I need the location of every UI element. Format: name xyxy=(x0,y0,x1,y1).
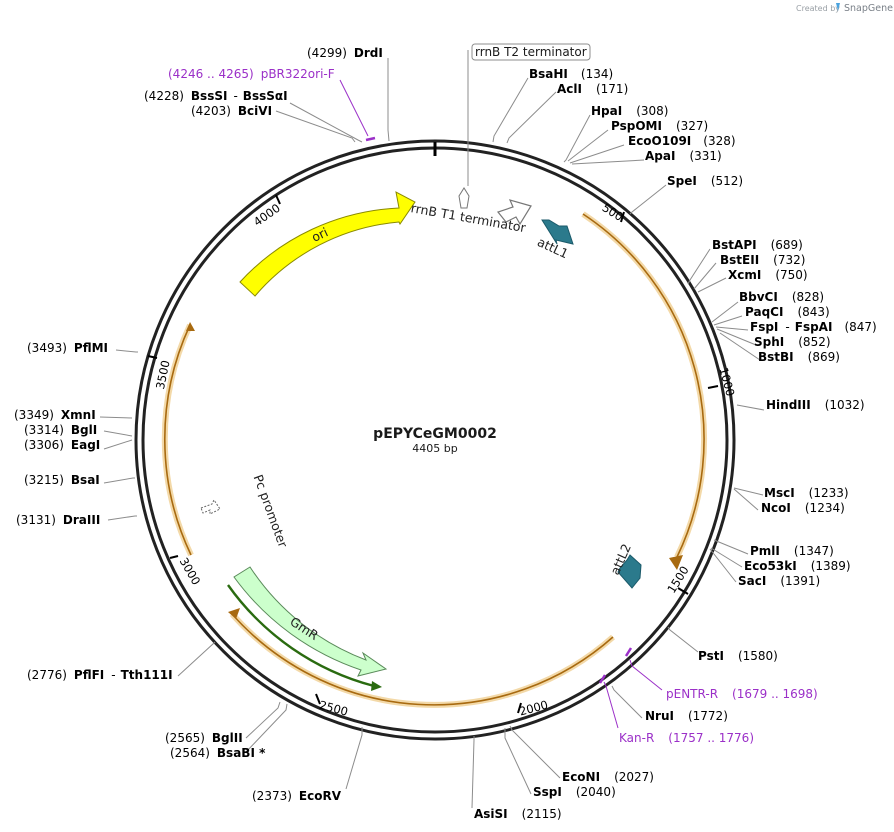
hpai-label[interactable]: HpaI(308) xyxy=(591,104,668,118)
pentr-primer-label[interactable]: pENTR-R(1679 .. 1698) xyxy=(666,687,818,701)
eco53ki-label[interactable]: Eco53kI(1389) xyxy=(744,559,851,573)
msci-label[interactable]: MscI(1233) xyxy=(764,486,849,500)
bglii-label[interactable]: (2565)BglII xyxy=(165,731,243,745)
paqci-label[interactable]: PaqCI(843) xyxy=(745,305,830,319)
sphi-label[interactable]: SphI(852) xyxy=(754,335,831,349)
tick-label-4000: 4000 xyxy=(251,201,283,229)
saci-label[interactable]: SacI(1391) xyxy=(738,574,820,588)
pflfi-label[interactable]: (2776)PflFI-Tth111I xyxy=(27,668,173,682)
eagi-label[interactable]: (3306)EagI xyxy=(24,438,100,452)
orf-arc-right-halo xyxy=(581,211,708,559)
rrnb-t2-terminator-feature[interactable] xyxy=(458,187,470,209)
xcmi-label[interactable]: XcmI(750) xyxy=(728,268,808,282)
bbvci-label[interactable]: BbvCI(828) xyxy=(739,290,824,304)
pspomi-label[interactable]: PspOMI(327) xyxy=(611,119,708,133)
bsai-label[interactable]: (3215)BsaI xyxy=(24,473,100,487)
asisi-label[interactable]: AsiSI(2115) xyxy=(474,807,562,821)
bstbi-label[interactable]: BstBI(869) xyxy=(758,350,840,364)
pc-promoter-feature[interactable] xyxy=(200,499,221,515)
orf-arc-right-arrow-icon xyxy=(669,555,683,570)
snapgene-logo-icon xyxy=(836,3,840,11)
apai-label[interactable]: ApaI(331) xyxy=(645,149,722,163)
drdi-label[interactable]: (4299)DrdI xyxy=(307,46,383,60)
pbr322-primer-label[interactable]: (4246 .. 4265)pBR322ori-F xyxy=(168,67,335,81)
pflmi-label[interactable]: (3493)PflMI xyxy=(27,341,108,355)
kanr-primer-label[interactable]: Kan-R(1757 .. 1776) xyxy=(619,731,754,745)
xmni-label[interactable]: (3349)XmnI xyxy=(14,408,96,422)
orf-arc-bottom xyxy=(231,613,614,706)
bsabi-label[interactable]: (2564)BsaBI * xyxy=(170,746,266,760)
ncoi-label[interactable]: NcoI(1234) xyxy=(761,501,845,515)
created-by-label: Created by xyxy=(796,4,840,13)
fspi-label[interactable]: FspI-FspAI(847) xyxy=(750,320,877,334)
orf-arc-left-arrow-icon xyxy=(186,322,195,331)
orf-arc-left xyxy=(163,324,192,556)
spei-label[interactable]: SpeI(512) xyxy=(667,174,743,188)
plasmid-name: pEPYCeGM0002 xyxy=(373,426,497,442)
hindiii-label[interactable]: HindIII(1032) xyxy=(766,398,865,412)
plasmid-length: 4405 bp xyxy=(412,442,457,455)
rrnb-t2-terminator-label: rrnB T2 terminator xyxy=(475,45,587,59)
rrnb-t1-terminator-feature[interactable] xyxy=(496,199,532,226)
psti-label[interactable]: PstI(1580) xyxy=(698,649,778,663)
ori-feature[interactable] xyxy=(239,191,416,297)
acli-label[interactable]: AclI(171) xyxy=(557,82,628,96)
attl1-feature[interactable] xyxy=(541,219,574,245)
orf-arc-bottom-arrow-icon xyxy=(228,608,240,619)
draiii-label[interactable]: (3131)DraIII xyxy=(16,513,100,527)
tick-label-1500: 1500 xyxy=(664,564,691,596)
ori-label: ori xyxy=(309,224,330,244)
attl2-feature[interactable] xyxy=(617,554,642,589)
bstapi-label[interactable]: BstAPI(689) xyxy=(712,238,803,252)
pc-promoter-label: Pc promoter xyxy=(251,472,292,550)
primer-leaders xyxy=(339,79,663,729)
enzyme-leaders xyxy=(99,58,765,809)
orf-arc-right xyxy=(582,213,705,558)
nrui-label[interactable]: NruI(1772) xyxy=(645,709,728,723)
rrnb-t2-terminator-box xyxy=(471,43,591,61)
bgli-label[interactable]: (3314)BglI xyxy=(24,423,97,437)
tick-marks xyxy=(147,194,719,714)
rrnb-t1-terminator-label: rrnB T1 terminator xyxy=(410,200,528,235)
bsahi-label[interactable]: BsaHI(134) xyxy=(529,67,613,81)
econi-label[interactable]: EcoNI(2027) xyxy=(562,770,654,784)
gmr-feature[interactable] xyxy=(233,566,388,677)
eco109i-label[interactable]: EcoO109I(328) xyxy=(628,134,736,148)
snapgene-brand: SnapGene xyxy=(844,3,893,14)
bsssi-label[interactable]: (4228)BssSI-BssSαI xyxy=(144,89,288,103)
sspi-label[interactable]: SspI(2040) xyxy=(533,785,616,799)
gmr-orf-arrow-icon xyxy=(371,681,382,691)
bcivi-label[interactable]: (4203)BciVI xyxy=(191,104,272,118)
gmr-orf-line xyxy=(227,584,375,688)
pmli-label[interactable]: PmlI(1347) xyxy=(750,544,834,558)
bsteii-label[interactable]: BstEII(732) xyxy=(720,253,805,267)
backbone-outer-ring xyxy=(134,139,736,741)
tick-label-1000: 1000 xyxy=(716,366,737,398)
ecorv-label[interactable]: (2373)EcoRV xyxy=(252,789,342,803)
